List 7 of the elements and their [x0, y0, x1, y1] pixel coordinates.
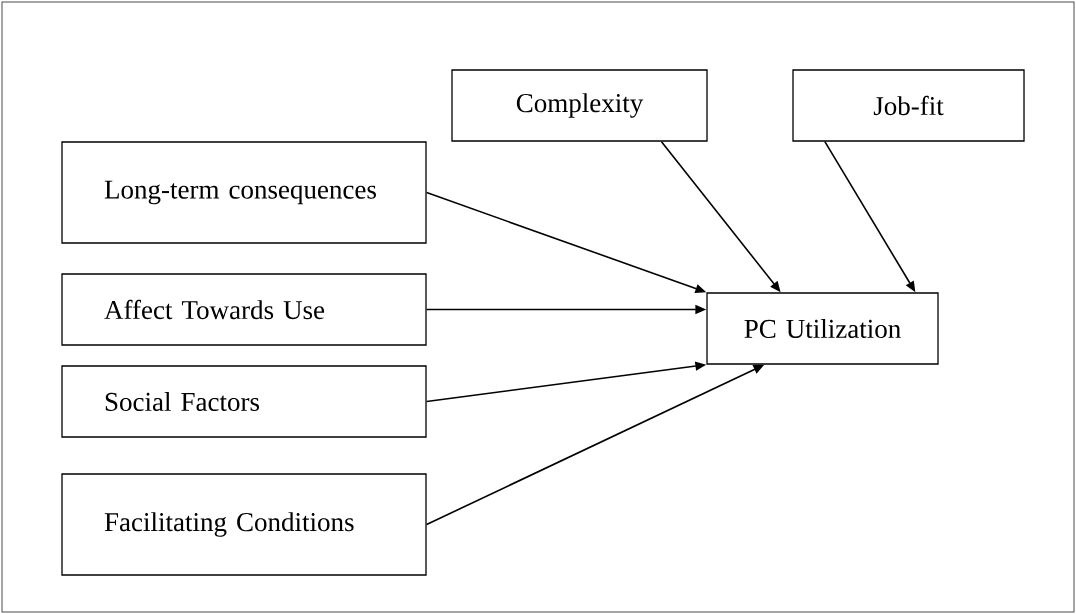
factor-box: Complexity	[451, 69, 708, 142]
factor-box: Job-fit	[792, 69, 1025, 142]
outcome-box: PC Utilization	[706, 292, 939, 365]
factor-box: Facilitating Conditions	[61, 473, 427, 576]
factor-box: Long-term consequences	[61, 141, 427, 244]
factor-box: Affect Towards Use	[61, 273, 427, 346]
factor-box: Social Factors	[61, 365, 427, 438]
